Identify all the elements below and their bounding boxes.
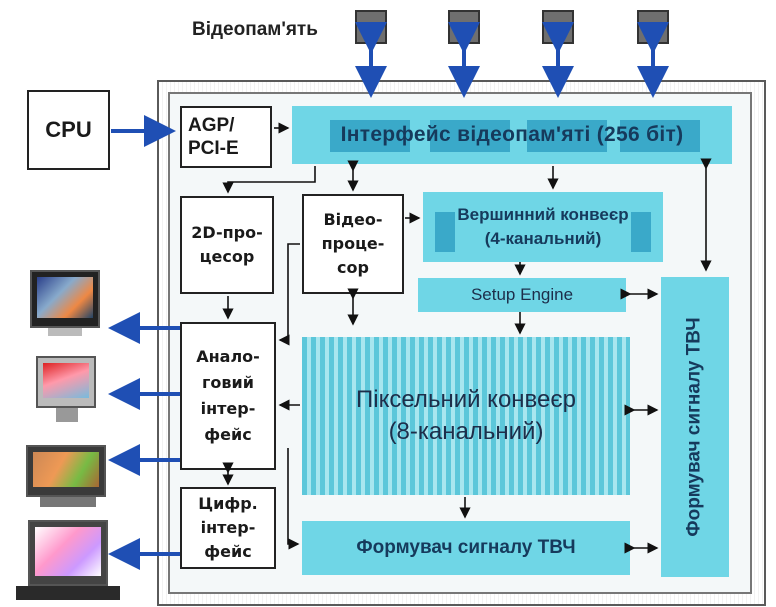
- pixel-pipeline-block: Піксельний конвеєр (8-канальний): [302, 337, 630, 495]
- memory-interface-block: Інтерфейс відеопам'яті (256 біт): [292, 106, 732, 164]
- agp-pcie-block: AGP/ PCI-E: [180, 106, 272, 168]
- processor-2d-block: 2D-про- цесор: [180, 196, 274, 294]
- analog-interface-block: Анало- говий інтер- фейс: [180, 322, 276, 470]
- setup-engine-block: Setup Engine: [418, 278, 626, 312]
- pixel-pipeline-label: Піксельний конвеєр (8-канальний): [356, 386, 576, 445]
- laptop-icon: [28, 520, 108, 586]
- tv-signal-former-vertical-block: Формувач сигналу ТВЧ: [661, 277, 729, 577]
- vertex-pipeline-segment: [631, 212, 651, 252]
- tv-icon: [26, 445, 106, 497]
- lcd-monitor-icon: [36, 356, 96, 408]
- lcd-monitor-stand: [56, 408, 78, 422]
- vertex-pipeline-block: Вершинний конвеєр (4-канальний): [423, 192, 663, 262]
- memory-interface-segment: [330, 120, 410, 152]
- memory-interface-label: Інтерфейс відеопам'яті (256 біт): [340, 123, 684, 146]
- laptop-keyboard: [16, 586, 120, 600]
- memory-interface-segment: [620, 120, 700, 152]
- crt-monitor-base: [48, 328, 82, 336]
- tv-base: [40, 497, 96, 507]
- crt-monitor-icon: [30, 270, 100, 328]
- digital-interface-block: Цифр. інтер- фейс: [180, 487, 276, 569]
- cpu-block: CPU: [27, 90, 110, 170]
- memory-interface-segment: [430, 120, 510, 152]
- vertex-pipeline-segment: [435, 212, 455, 252]
- memory-interface-segment: [527, 120, 607, 152]
- tv-signal-former-bottom-block: Формувач сигналу ТВЧ: [302, 521, 630, 575]
- vertex-pipeline-label: Вершинний конвеєр (4-канальний): [457, 205, 629, 248]
- videomemory-label: Відеопам'ять: [192, 19, 318, 40]
